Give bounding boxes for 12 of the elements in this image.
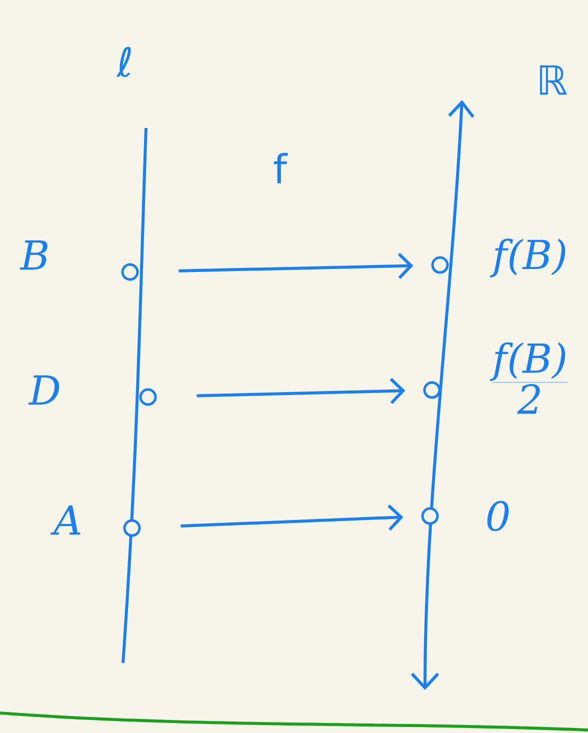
- arrow: [196, 378, 406, 404]
- point-label: f(B): [490, 238, 566, 278]
- arrow: [180, 504, 404, 531]
- map-name: f: [274, 152, 288, 184]
- line-name: ℓ: [116, 46, 131, 78]
- point-label: D: [28, 375, 60, 405]
- point-label: 0: [487, 500, 509, 532]
- point-label: A: [50, 505, 80, 535]
- line-name: ℝ: [540, 65, 568, 95]
- point-label: B: [20, 240, 48, 270]
- fraction-label: f(B) 2: [490, 342, 568, 414]
- arrow: [178, 252, 414, 279]
